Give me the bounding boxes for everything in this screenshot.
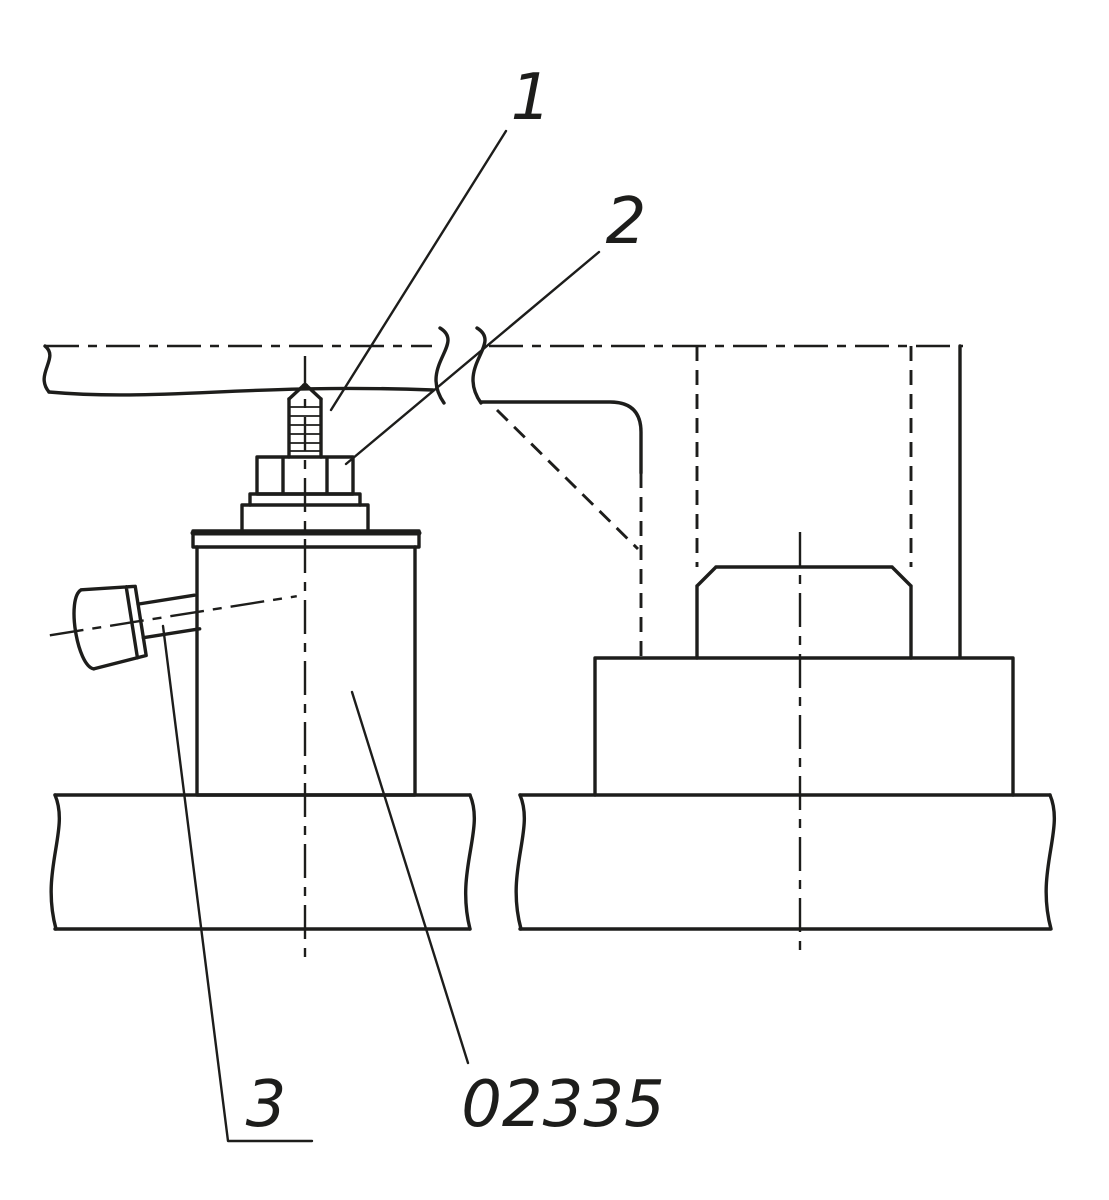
callout-1-label: 1 xyxy=(511,61,552,135)
workpiece-left-break xyxy=(42,344,52,394)
base-right-wavy-left xyxy=(514,793,527,931)
leader-part-number xyxy=(350,690,470,1065)
jack-flange xyxy=(240,503,370,533)
leader-lines xyxy=(161,129,601,1143)
threaded-spindle xyxy=(287,382,323,459)
callout-3-label: 3 xyxy=(246,1068,287,1142)
base-plate-right xyxy=(514,793,1057,931)
spindle-sides xyxy=(287,397,323,459)
top-workpiece xyxy=(42,326,487,405)
spindle-threads xyxy=(289,406,321,452)
clamp-hidden-diagonal xyxy=(495,408,640,551)
leader-callout-3 xyxy=(161,624,314,1143)
leader-callout-2 xyxy=(344,250,601,466)
break-squiggle-right xyxy=(471,326,487,405)
centerlines xyxy=(45,344,963,958)
clamping-knob xyxy=(49,584,297,671)
knob-axis-centerline xyxy=(49,595,297,637)
break-squiggle-left xyxy=(434,326,450,405)
jack-cylinder xyxy=(195,545,417,797)
clamp-support-block xyxy=(593,565,1015,797)
large-block xyxy=(593,656,1015,797)
knob-body xyxy=(72,584,148,671)
gooseneck-clamp xyxy=(479,344,962,659)
base-left-wavy-right xyxy=(463,793,477,931)
callout-2-label: 2 xyxy=(606,185,647,259)
leader-callout-1 xyxy=(329,129,508,412)
base-left-wavy-left xyxy=(49,793,62,931)
workpiece-bottom-edge xyxy=(47,386,435,397)
knob-shaft xyxy=(136,593,202,640)
base-right-wavy-right xyxy=(1044,793,1057,931)
base-plate-left xyxy=(49,793,477,931)
boss-block xyxy=(695,565,913,660)
part-number-label: 02335 xyxy=(461,1068,665,1142)
spindle-tip xyxy=(287,382,323,401)
clamp-lower-edge xyxy=(479,400,643,475)
